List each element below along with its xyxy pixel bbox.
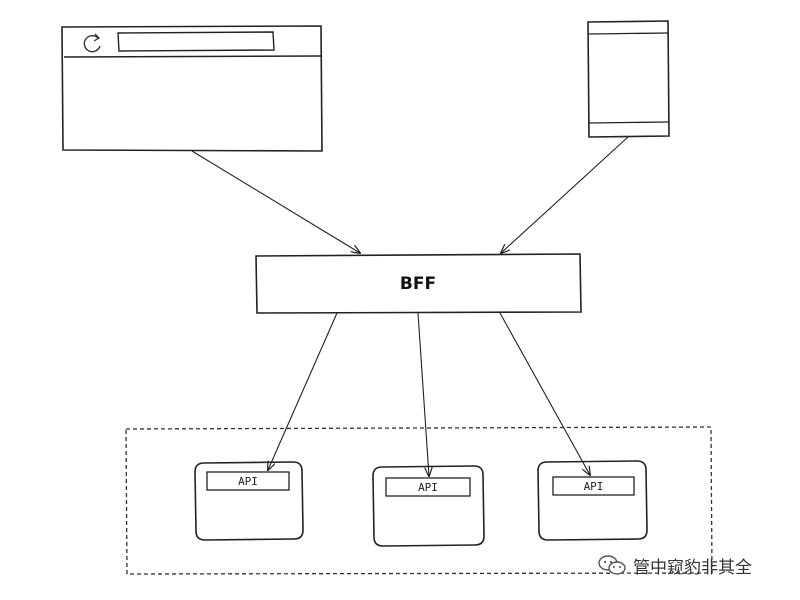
arrow-mobile-to-bff — [501, 136, 629, 253]
service-box — [537, 460, 648, 541]
service-box — [372, 465, 485, 547]
api-label: API — [238, 474, 258, 488]
mobile-client — [587, 20, 670, 138]
bff-label: BFF — [399, 274, 437, 294]
arrow-bff-to-api-1 — [268, 312, 338, 470]
api-label: API — [418, 480, 438, 494]
service-group — [125, 426, 713, 575]
refresh-icon — [83, 33, 101, 53]
arrow-bff-to-api-2 — [417, 312, 429, 476]
address-bar — [117, 31, 275, 52]
watermark-text: 管中窥豹非其全 — [633, 557, 752, 578]
service-box — [194, 461, 304, 541]
arrow-browser-to-bff — [191, 150, 360, 253]
wechat-icon — [598, 555, 626, 575]
watermark: 管中窥豹非其全 — [597, 552, 752, 578]
browser-client — [61, 25, 323, 152]
api-label: API — [583, 479, 604, 493]
bff-box — [255, 253, 582, 314]
arrow-bff-to-api-3 — [499, 312, 590, 475]
